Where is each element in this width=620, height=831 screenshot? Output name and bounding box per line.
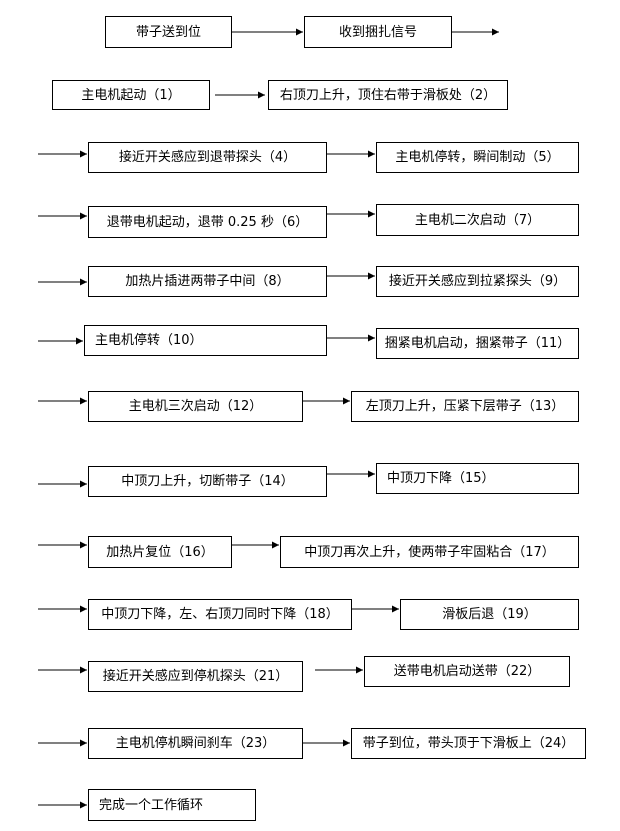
step-box-5: 主电机停转，瞬间制动（5） xyxy=(376,142,579,173)
step-box-20: 接近开关感应到停机探头（21） xyxy=(88,661,303,692)
step-box-12: 主电机三次启动（12） xyxy=(88,391,303,422)
step-box-10: 主电机停转（10） xyxy=(84,325,327,356)
step-box-11: 捆紧电机启动，捆紧带子（11） xyxy=(376,328,579,359)
step-box-17: 中顶刀再次上升，使两带子牢固粘合（17） xyxy=(280,536,579,568)
step-box-16: 加热片复位（16） xyxy=(88,536,232,568)
step-box-8: 加热片插进两带子中间（8） xyxy=(88,266,327,297)
step-box-15: 中顶刀下降（15） xyxy=(376,463,579,494)
step-box-1: 收到捆扎信号 xyxy=(304,16,452,48)
step-box-18: 中顶刀下降，左、右顶刀同时下降（18） xyxy=(88,599,352,630)
step-box-24: 完成一个工作循环 xyxy=(88,789,256,821)
step-box-7: 主电机二次启动（7） xyxy=(376,204,579,236)
step-box-13: 左顶刀上升，压紧下层带子（13） xyxy=(351,391,579,422)
step-box-0: 带子送到位 xyxy=(105,16,232,48)
step-box-22: 主电机停机瞬间刹车（23） xyxy=(88,728,303,759)
step-box-9: 接近开关感应到拉紧探头（9） xyxy=(376,266,579,297)
step-box-21: 送带电机启动送带（22） xyxy=(364,656,570,687)
step-box-6: 退带电机起动，退带 0.25 秒（6） xyxy=(88,206,327,238)
step-box-2: 主电机起动（1） xyxy=(52,80,210,110)
step-box-19: 滑板后退（19） xyxy=(400,599,579,630)
step-box-14: 中顶刀上升，切断带子（14） xyxy=(88,466,327,497)
step-box-4: 接近开关感应到退带探头（4） xyxy=(88,142,327,173)
step-box-23: 带子到位，带头顶于下滑板上（24） xyxy=(351,728,586,759)
step-box-3: 右顶刀上升，顶住右带于滑板处（2） xyxy=(268,80,508,110)
